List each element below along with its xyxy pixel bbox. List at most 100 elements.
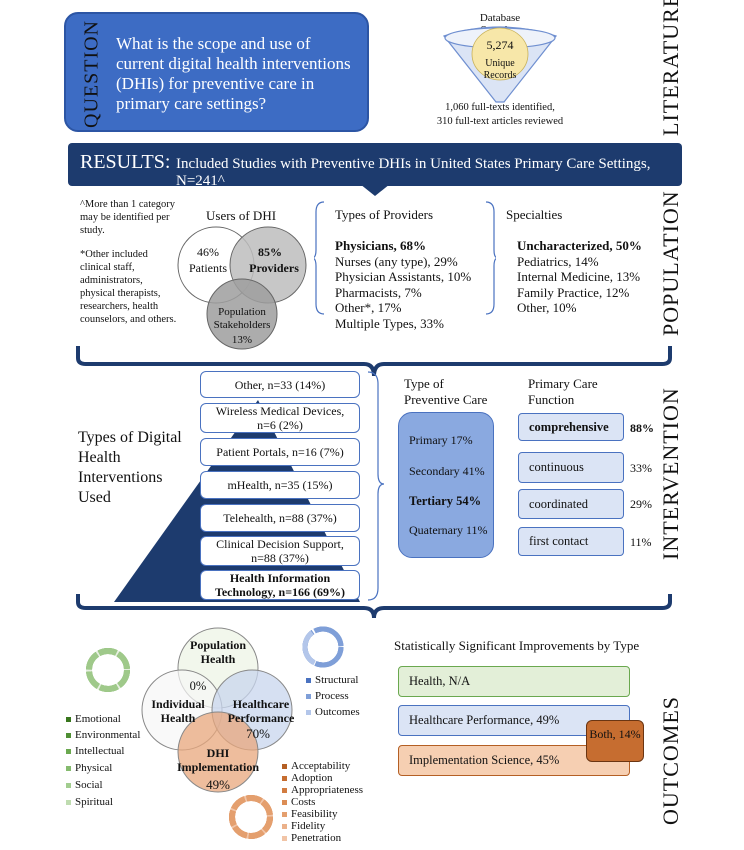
- stat-health: Health, N/A: [398, 666, 630, 697]
- fulltexts-line: 1,060 full-texts identified,: [445, 102, 555, 113]
- stat-both: Both, 14%: [586, 720, 644, 762]
- providers-pct: 85%: [258, 245, 282, 259]
- provider-item: Pharmacists, 7%: [335, 284, 422, 300]
- function-pct-continuous: 33%: [630, 461, 652, 475]
- results-heading: RESULTS:: [80, 151, 171, 173]
- dhi-item-cds: Clinical Decision Support, n=88 (37%): [200, 536, 360, 566]
- dhi-item-portals: Patient Portals, n=16 (7%): [200, 438, 360, 466]
- intervention-brace: [76, 594, 672, 619]
- legend-penetration: Penetration: [282, 832, 341, 844]
- dhi-item-mhealth: mHealth, n=35 (15%): [200, 471, 360, 499]
- outcomes-label: OUTCOMES: [658, 695, 683, 825]
- results-subtitle: Included Studies with Preventive DHIs in…: [176, 156, 651, 189]
- venn-dhi-pct: 49%: [206, 777, 230, 792]
- record-count: 5,274: [486, 38, 514, 52]
- function-pct-comprehensive: 88%: [630, 421, 654, 435]
- population-footnote-2: *Other included clinical staff, administ…: [80, 249, 177, 325]
- stats-title: Statistically Significant Improvements b…: [394, 638, 640, 653]
- function-continuous: continuous: [518, 452, 624, 483]
- records-label: Records: [483, 70, 517, 81]
- dhi-item-wireless: Wireless Medical Devices, n=6 (2%): [200, 403, 360, 433]
- specialty-item: Uncharacterized, 50%: [517, 238, 642, 253]
- providers-title: Types of Providers: [335, 207, 434, 222]
- venn-center-pct: 0%: [189, 679, 207, 693]
- dhi-item-telehealth: Telehealth, n=88 (37%): [200, 504, 360, 532]
- care-title: Type of Preventive Care: [404, 376, 488, 407]
- question-text: What is the scope and use of current dig…: [116, 34, 351, 113]
- legend-text: Costs: [291, 796, 316, 808]
- stakeholders-label-2: Stakeholders: [213, 319, 271, 331]
- care-box: Primary 17% Secondary 41% Tertiary 54% Q…: [398, 412, 494, 558]
- specialty-item: Internal Medicine, 13%: [517, 269, 641, 284]
- provider-item: Multiple Types, 33%: [335, 315, 444, 331]
- users-venn: [177, 226, 307, 350]
- legend-text: Feasibility: [291, 808, 338, 820]
- function-coordinated: coordinated: [518, 489, 624, 519]
- specialty-item: Family Practice, 12%: [517, 284, 630, 300]
- intervention-label: INTERVENTION: [658, 387, 683, 560]
- population-brace: [76, 346, 672, 377]
- legend-text: Structural: [315, 674, 359, 686]
- question-box: QUESTION What is the scope and use of cu…: [64, 12, 369, 132]
- outcomes-venn: [141, 627, 293, 793]
- legend-text: Environmental: [75, 729, 141, 741]
- dhi-item-other: Other, n=33 (14%): [200, 371, 360, 398]
- specialty-item: Other, 10%: [517, 300, 577, 315]
- legend-emotional: Emotional: [66, 713, 121, 725]
- question-label: QUESTION: [80, 20, 103, 128]
- legend-physical: Physical: [66, 762, 112, 774]
- function-title: Primary Care Function: [528, 376, 598, 407]
- literature-funnel: [442, 26, 558, 103]
- implementation-donut: [229, 795, 273, 839]
- legend-process: Process: [306, 690, 349, 702]
- population-footnote-1: ^More than 1 category may be identified …: [80, 199, 176, 236]
- legend-text: Emotional: [75, 713, 121, 725]
- stat-both-text: Both, 14%: [589, 727, 641, 741]
- dhi-item-hit: Health Information Technology, n=166 (69…: [200, 570, 360, 600]
- function-pct-first-contact: 11%: [630, 535, 652, 549]
- venn-individual-health: Individual Health: [151, 697, 205, 725]
- function-comprehensive: comprehensive: [518, 413, 624, 441]
- provider-item: Nurses (any type), 29%: [335, 253, 458, 269]
- legend-text: Adoption: [291, 772, 333, 784]
- legend-social: Social: [66, 779, 103, 791]
- legend-text: Penetration: [291, 832, 342, 844]
- provider-item: Other*, 17%: [335, 300, 402, 315]
- specialties-title: Specialties: [506, 207, 563, 222]
- legend-text: Spiritual: [75, 796, 113, 808]
- legend-text: Appropriateness: [291, 784, 364, 796]
- legend-fidelity: Fidelity: [282, 820, 325, 832]
- provider-item: Physicians, 68%: [335, 238, 427, 253]
- patients-label: Patients: [189, 261, 227, 275]
- literature-label: LITERATURE: [658, 0, 683, 136]
- providers-bracket: [314, 201, 325, 315]
- venn-hc-pct: 70%: [246, 726, 270, 741]
- care-quaternary: Quaternary 11%: [409, 523, 488, 537]
- legend-appropriateness: Appropriateness: [282, 784, 363, 796]
- specialties-bracket: [485, 201, 496, 315]
- care-primary: Primary 17%: [409, 433, 473, 447]
- unique-label: Unique: [485, 58, 515, 69]
- venn-population-health: Population Health: [189, 638, 246, 666]
- dhi-types-title: Types of Digital Health Interventions Us…: [78, 429, 182, 506]
- individual-health-donut: [86, 648, 130, 692]
- stakeholders-label-1: Population: [218, 306, 266, 318]
- patients-pct: 46%: [197, 245, 219, 259]
- specialties-list: Uncharacterized, 50% Pediatrics, 14% Int…: [517, 238, 667, 316]
- venn-healthcare-performance: Healthcare Performance: [227, 697, 295, 725]
- legend-text: Acceptability: [291, 760, 351, 772]
- legend-text: Outcomes: [315, 706, 360, 718]
- legend-text: Process: [315, 690, 349, 702]
- legend-acceptability: Acceptability: [282, 760, 350, 772]
- function-first-contact: first contact: [518, 527, 624, 556]
- legend-outcomes: Outcomes: [306, 706, 360, 718]
- stakeholders-pct: 13%: [231, 334, 253, 346]
- legend-text: Physical: [75, 762, 113, 774]
- specialty-item: Pediatrics, 14%: [517, 253, 599, 269]
- legend-text: Intellectual: [75, 745, 125, 757]
- venn-dhi-implementation: DHI Implementation: [177, 746, 259, 774]
- legend-spiritual: Spiritual: [66, 796, 113, 808]
- legend-environmental: Environmental: [66, 729, 140, 741]
- users-title: Users of DHI: [206, 208, 277, 223]
- reviewed-line: 310 full-text articles reviewed: [436, 116, 564, 127]
